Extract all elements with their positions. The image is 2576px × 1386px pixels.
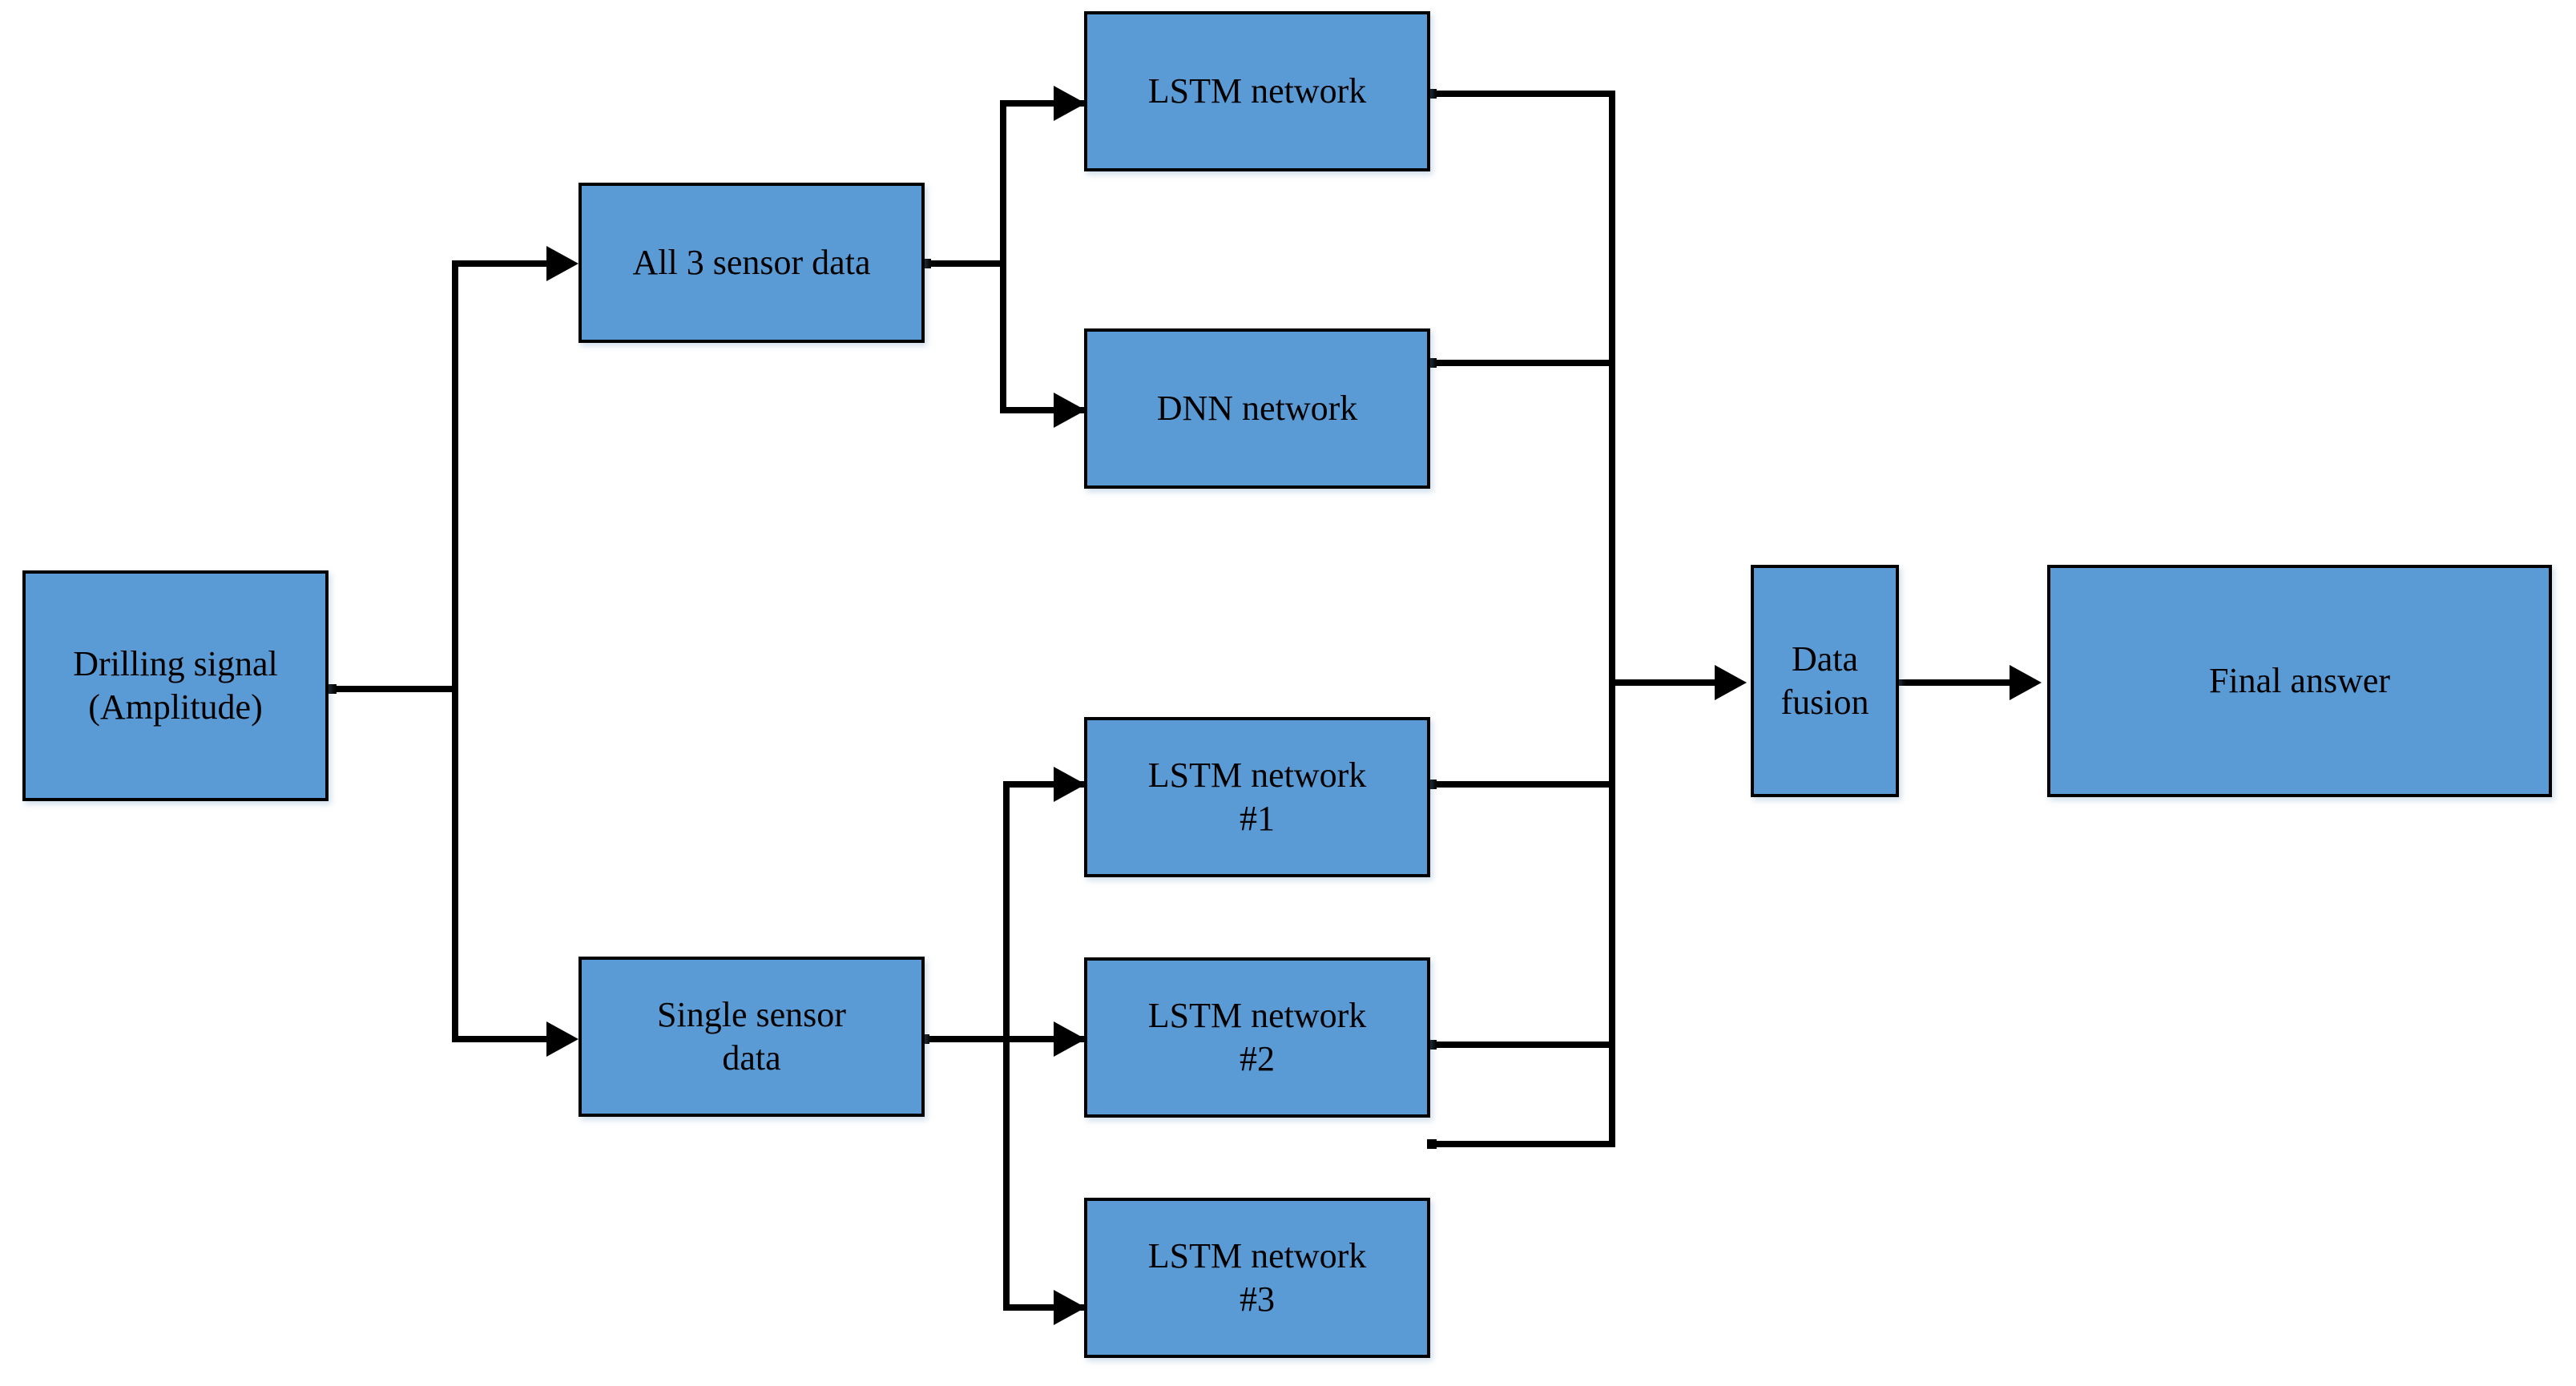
edge-split-vertical-single — [1003, 781, 1010, 1311]
edge-all3-to-split — [923, 260, 1006, 267]
edge-dnn-to-bus — [1429, 360, 1615, 366]
edge-split-to-lstm2 — [1003, 1036, 1088, 1042]
node-single-sensor-data[interactable]: Single sensor data — [578, 957, 925, 1117]
edge-merge-bus-vertical — [1609, 91, 1615, 1147]
node-lstm-network-2[interactable]: LSTM network #2 — [1084, 957, 1430, 1118]
edge-lstm-top-to-bus — [1429, 91, 1615, 97]
arrowhead-to-lstm3 — [1054, 1290, 1086, 1325]
arrowhead-to-dnn — [1054, 393, 1086, 428]
node-drilling-signal[interactable]: Drilling signal (Amplitude) — [22, 570, 329, 801]
node-lstm-network-top[interactable]: LSTM network — [1084, 11, 1430, 171]
arrowhead-to-all3-sensor — [546, 246, 578, 281]
node-dnn-network[interactable]: DNN network — [1084, 328, 1430, 489]
edge-bus-to-data-fusion — [1609, 679, 1715, 686]
edge-split-to-all3 — [452, 260, 548, 267]
arrowhead-to-lstm2 — [1054, 1021, 1086, 1057]
edge-split-to-dnn — [1000, 407, 1088, 413]
arrowhead-to-single-sensor — [546, 1021, 578, 1057]
edge-start-dot-drilling — [327, 684, 337, 694]
node-final-answer[interactable]: Final answer — [2047, 565, 2552, 797]
node-lstm-network-3[interactable]: LSTM network #3 — [1084, 1198, 1430, 1358]
edge-lstm3-to-bus — [1429, 1141, 1615, 1147]
edge-drilling-to-split — [329, 686, 458, 692]
arrowhead-to-lstm-top — [1054, 86, 1086, 121]
arrowhead-to-final-answer — [2010, 665, 2042, 700]
edge-data-fusion-to-final-answer — [1899, 679, 2011, 686]
edge-split-to-lstm1 — [1003, 781, 1088, 788]
arrowhead-to-lstm1 — [1054, 767, 1086, 802]
node-lstm-network-1[interactable]: LSTM network #1 — [1084, 717, 1430, 877]
edge-lstm2-to-bus — [1429, 1042, 1615, 1048]
edge-split-vertical-all3 — [1000, 100, 1006, 413]
edge-split-to-lstm3 — [1003, 1304, 1088, 1311]
edge-split-to-single — [452, 1036, 548, 1042]
edge-single-to-split — [921, 1036, 1010, 1042]
edge-start-dot-lstm3 — [1427, 1139, 1437, 1149]
edge-split-to-lstm-top — [1000, 100, 1088, 107]
node-all-3-sensor-data[interactable]: All 3 sensor data — [578, 183, 925, 343]
edge-lstm1-to-bus — [1429, 781, 1615, 788]
edge-split-vertical-left — [452, 260, 458, 1042]
arrowhead-to-data-fusion — [1715, 665, 1747, 700]
node-data-fusion[interactable]: Data fusion — [1751, 565, 1899, 797]
